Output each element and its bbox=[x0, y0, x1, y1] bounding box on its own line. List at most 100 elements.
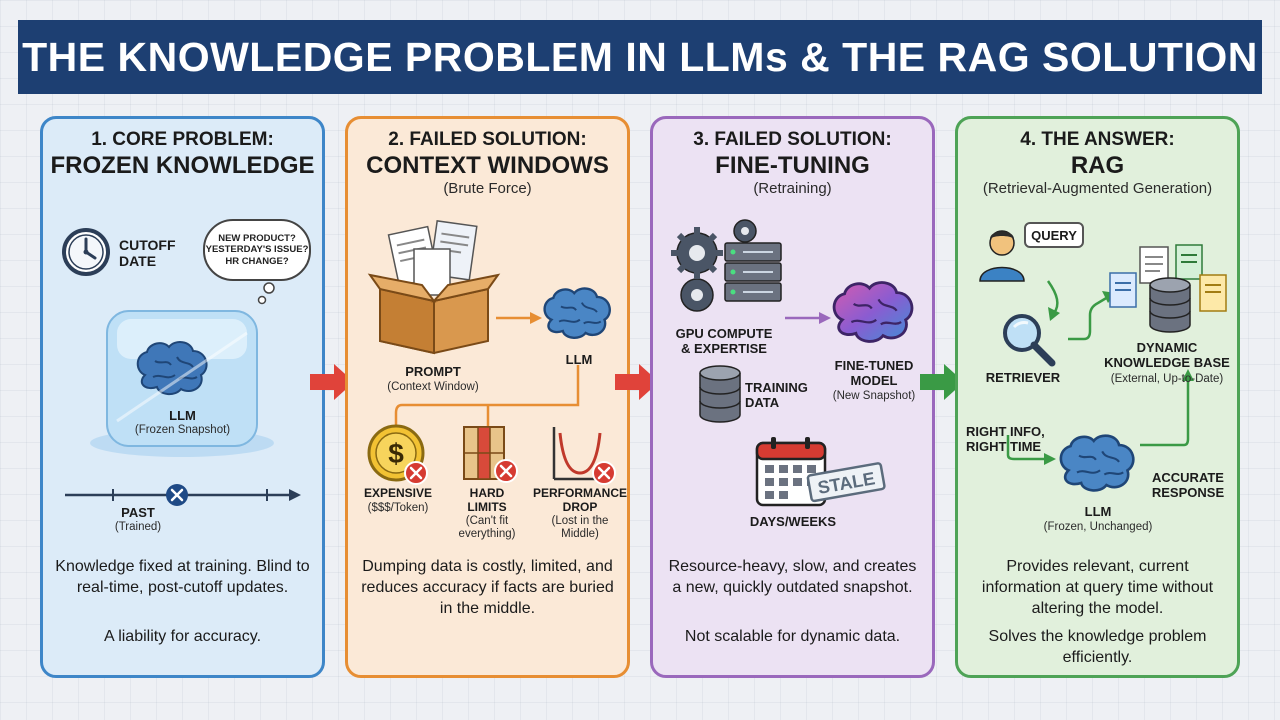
hard-limits-sub: (Can't fit everything) bbox=[444, 515, 530, 541]
thought-bubble-icon: NEW PRODUCT? YESTERDAY'S ISSUE? HR CHANG… bbox=[203, 219, 311, 281]
knowledge-base-label: DYNAMIC KNOWLEDGE BASE bbox=[1094, 340, 1240, 371]
ft-line1: FINE-TUNED bbox=[834, 358, 914, 373]
panel4-description-2: Solves the knowledge problem efficiently… bbox=[988, 628, 1207, 666]
cutoff-date-label: CUTOFF DATE bbox=[119, 237, 176, 269]
svg-text:$: $ bbox=[388, 438, 404, 469]
performance-drop-label: PERFORMANCE DROP bbox=[530, 486, 630, 515]
panel4-description: Provides relevant, current information a… bbox=[981, 558, 1214, 617]
retriever-label: RETRIEVER bbox=[985, 370, 1061, 385]
documents-icon bbox=[1109, 244, 1227, 333]
accurate-line1: ACCURATE bbox=[1152, 470, 1224, 485]
gpu-line2: & EXPERTISE bbox=[681, 340, 767, 356]
query-box: QUERY bbox=[1024, 222, 1084, 248]
accurate-line2: RESPONSE bbox=[1151, 484, 1225, 500]
hard-sub2: everything) bbox=[458, 528, 516, 541]
arrow-right-icon bbox=[310, 364, 354, 400]
expensive-sub: ($$$/Token) bbox=[367, 502, 429, 514]
perf-line2: DROP bbox=[562, 499, 598, 514]
right-info-line1: RIGHT INFO, bbox=[966, 424, 1045, 439]
page-title: THE KNOWLEDGE PROBLEM IN LLMs & THE RAG … bbox=[22, 33, 1258, 80]
user-icon bbox=[979, 230, 1025, 282]
knowledge-base-sub: (External, Up-to-Date) bbox=[1110, 373, 1224, 385]
hard-line1: HARD bbox=[469, 486, 505, 500]
prompt-label: PROMPT bbox=[405, 364, 461, 379]
panel2-llm-label: LLM bbox=[565, 352, 593, 367]
panel4-subheading: (Retrieval-Augmented Generation) bbox=[982, 180, 1213, 197]
panel1-llm-sub: (Frozen Snapshot) bbox=[134, 424, 231, 436]
panel2-description: Dumping data is costly, limited, and red… bbox=[361, 558, 614, 617]
coin-icon: $ bbox=[367, 424, 428, 485]
perf-sub2: Middle) bbox=[561, 528, 599, 541]
brain-icon bbox=[543, 287, 611, 339]
calendar-icon: STALE bbox=[755, 437, 886, 507]
kb-line2: KNOWLEDGE BASE bbox=[1104, 354, 1230, 370]
magnifier-icon bbox=[1003, 314, 1056, 367]
u-curve-icon bbox=[552, 427, 616, 485]
past-sub: (Trained) bbox=[114, 521, 162, 533]
panel4-llm-sub: (Frozen, Unchanged) bbox=[1043, 521, 1153, 533]
arrow-right-icon bbox=[920, 364, 964, 400]
panel4-llm-label: LLM bbox=[1084, 504, 1112, 519]
panel1-description: Knowledge fixed at training. Blind to re… bbox=[55, 558, 310, 596]
brain-icon bbox=[1059, 434, 1135, 492]
flow-arrows-icon bbox=[1006, 280, 1194, 465]
hard-sub1: (Can't fit bbox=[465, 515, 509, 527]
brain-icon bbox=[832, 281, 914, 343]
panel1-description-2: A liability for accuracy. bbox=[103, 628, 262, 645]
bubble-line3: HR CHANGE? bbox=[225, 255, 289, 267]
thought-dots-icon bbox=[257, 282, 275, 305]
hard-line2: LIMITS bbox=[467, 499, 507, 514]
right-info-label: RIGHT INFO, RIGHT TIME bbox=[966, 424, 1045, 455]
box-documents-icon bbox=[367, 219, 501, 355]
perf-line1: PERFORMANCE bbox=[532, 486, 627, 500]
gpu-line1: GPU COMPUTE bbox=[675, 326, 773, 341]
accurate-response-label: ACCURATE RESPONSE bbox=[1138, 470, 1238, 501]
bubble-line2: YESTERDAY'S ISSUE? bbox=[205, 244, 309, 256]
arrow-to-llm-icon bbox=[496, 312, 542, 324]
panel4-heading-line2: RAG bbox=[1070, 152, 1125, 179]
prompt-sub: (Context Window) bbox=[387, 381, 479, 393]
ft-line2: MODEL bbox=[850, 372, 898, 388]
training-line1: TRAINING bbox=[745, 380, 808, 395]
panel2-heading-line2: CONTEXT WINDOWS bbox=[366, 152, 609, 179]
performance-drop-sub: (Lost in the Middle) bbox=[530, 515, 630, 541]
hard-limits-icon bbox=[463, 426, 518, 483]
panel-fine-tuning: 3. FAILED SOLUTION: FINE-TUNING (Retrain… bbox=[650, 116, 935, 678]
cutoff-line2: DATE bbox=[119, 253, 157, 270]
panel-rag: 4. THE ANSWER: RAG (Retrieval-Augmented … bbox=[955, 116, 1240, 678]
title-banner: THE KNOWLEDGE PROBLEM IN LLMs & THE RAG … bbox=[18, 20, 1262, 94]
panel3-subheading: (Retraining) bbox=[753, 180, 832, 197]
panel4-heading-line1: 4. THE ANSWER: bbox=[1020, 129, 1175, 150]
gears-icon bbox=[671, 219, 782, 312]
arrow-right-icon bbox=[615, 364, 659, 400]
panel1-heading-line2: FROZEN KNOWLEDGE bbox=[50, 152, 315, 179]
panel2-heading-line1: 2. FAILED SOLUTION: bbox=[388, 129, 587, 150]
panel3-description: Resource-heavy, slow, and creates a new,… bbox=[668, 558, 917, 596]
hard-limits-label: HARD LIMITS bbox=[444, 486, 530, 515]
training-line2: DATA bbox=[745, 394, 780, 410]
bubble-line1: NEW PRODUCT? bbox=[218, 232, 296, 244]
panel1-heading-line1: 1. CORE PROBLEM: bbox=[91, 129, 274, 150]
panel3-description-2: Not scalable for dynamic data. bbox=[684, 628, 901, 645]
gpu-compute-label: GPU COMPUTE & EXPERTISE bbox=[659, 326, 789, 357]
timeline-x-icon bbox=[65, 484, 301, 506]
past-label: PAST bbox=[121, 505, 155, 520]
ice-cube-brain-icon bbox=[90, 310, 274, 457]
training-data-label: TRAINING DATA bbox=[745, 380, 808, 411]
panel2-subheading: (Brute Force) bbox=[443, 180, 532, 197]
cutoff-line1: CUTOFF bbox=[119, 237, 176, 253]
perf-sub1: (Lost in the bbox=[551, 515, 609, 527]
expensive-title: EXPENSIVE bbox=[363, 486, 433, 500]
clock-icon bbox=[62, 228, 110, 276]
fine-tuned-sub: (New Snapshot) bbox=[832, 390, 916, 402]
expensive-label: EXPENSIVE bbox=[352, 486, 444, 501]
panel1-llm-label: LLM bbox=[169, 408, 196, 423]
panel3-heading-line1: 3. FAILED SOLUTION: bbox=[693, 129, 892, 150]
kb-line1: DYNAMIC bbox=[1136, 340, 1198, 355]
right-info-line2: RIGHT TIME bbox=[966, 438, 1042, 454]
days-weeks-label: DAYS/WEEKS bbox=[749, 514, 837, 529]
panel-core-problem: 1. CORE PROBLEM: FROZEN KNOWLEDGE CUTOFF… bbox=[40, 116, 325, 678]
panel-context-windows: 2. FAILED SOLUTION: CONTEXT WINDOWS (Bru… bbox=[345, 116, 630, 678]
fine-tuned-label: FINE-TUNED MODEL bbox=[819, 358, 929, 389]
connector-lines-icon bbox=[394, 365, 580, 429]
